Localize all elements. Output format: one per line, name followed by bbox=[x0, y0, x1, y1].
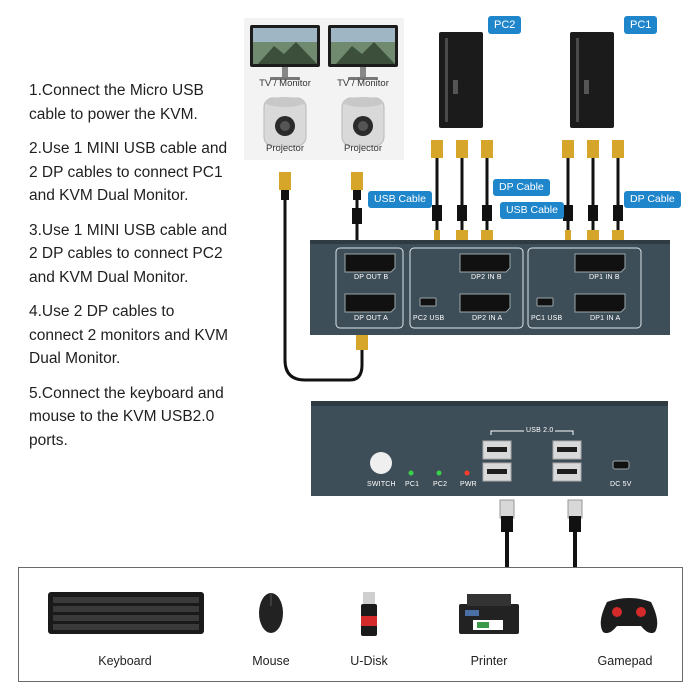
dp-out-b-label: DP OUT B bbox=[354, 274, 389, 281]
display-card-1: TV / Monitor Projector bbox=[244, 18, 326, 160]
step-5: 5.Connect the keyboard and mouse to the … bbox=[29, 384, 224, 449]
dp1-in-a-label: DP1 IN A bbox=[590, 315, 621, 322]
pc2-led-label: PC2 bbox=[433, 481, 448, 488]
dp-cable-monitor-2 bbox=[351, 172, 363, 240]
pc2-cables bbox=[431, 140, 493, 245]
dp2-in-a-label: DP2 IN A bbox=[472, 315, 503, 322]
dp-out-a-label: DP OUT A bbox=[354, 315, 389, 322]
dp1-in-b-label: DP1 IN B bbox=[589, 274, 620, 281]
projector-label: Projector bbox=[265, 143, 304, 154]
monitor-label: TV / Monitor bbox=[337, 78, 389, 89]
step-1: 1.Connect the Micro USB cable to power t… bbox=[29, 82, 204, 123]
front-usb-cables bbox=[499, 499, 583, 570]
monitor-icon bbox=[328, 25, 398, 80]
keyboard-label: Keyboard bbox=[98, 654, 152, 668]
usb-20-label: USB 2.0 bbox=[524, 427, 556, 434]
pc2-label: PC2 bbox=[488, 16, 522, 34]
monitor-icon bbox=[250, 25, 320, 80]
dp2-in-b-label: DP2 IN B bbox=[471, 274, 502, 281]
step-4: 4.Use 2 DP cables to connect 2 monitors … bbox=[29, 303, 229, 367]
pc1-led-label: PC1 bbox=[405, 481, 420, 488]
peripherals-box bbox=[18, 567, 683, 682]
mouse-icon bbox=[259, 593, 283, 633]
pc1-usb-label: PC1 USB bbox=[531, 315, 563, 322]
keyboard-icon bbox=[48, 592, 204, 634]
dp-cable-tag-pc2: DP Cable bbox=[493, 179, 550, 196]
switch-label: SWITCH bbox=[367, 481, 396, 488]
pc2-tower-icon bbox=[439, 32, 483, 128]
dp-cable-tag-pc1: DP Cable bbox=[624, 191, 681, 208]
kvm-back-panel bbox=[310, 240, 670, 335]
step-3: 3.Use 1 MINI USB cable and 2 DP cables t… bbox=[29, 221, 228, 286]
pwr-led-label: PWR bbox=[460, 481, 477, 488]
monitor-label: TV / Monitor bbox=[259, 78, 311, 89]
projector-icon bbox=[263, 97, 307, 147]
pc1-cables bbox=[562, 140, 624, 245]
instruction-steps: 1.Connect the Micro USB cable to power t… bbox=[29, 79, 229, 463]
pc1-label: PC1 bbox=[624, 16, 658, 34]
projector-label: Projector bbox=[343, 143, 382, 154]
kvm-front-panel bbox=[311, 401, 668, 496]
usb-disk-icon bbox=[361, 592, 377, 636]
mouse-label: Mouse bbox=[252, 654, 290, 668]
gamepad-label: Gamepad bbox=[597, 654, 653, 668]
printer-label: Printer bbox=[470, 654, 508, 668]
display-card-2: TV / Monitor Projector bbox=[322, 18, 404, 160]
printer-icon bbox=[459, 594, 519, 634]
usb-cable-tag-pc2: USB Cable bbox=[368, 191, 432, 208]
gamepad-icon bbox=[600, 598, 658, 634]
pc1-tower-icon bbox=[570, 32, 614, 128]
step-2: 2.Use 1 MINI USB cable and 2 DP cables t… bbox=[29, 140, 228, 204]
pc2-usb-label: PC2 USB bbox=[413, 315, 445, 322]
u-disk-label: U-Disk bbox=[350, 654, 388, 668]
dc-5v-label: DC 5V bbox=[610, 481, 632, 488]
projector-icon bbox=[341, 97, 385, 147]
usb-cable-tag-pc1: USB Cable bbox=[500, 202, 564, 219]
